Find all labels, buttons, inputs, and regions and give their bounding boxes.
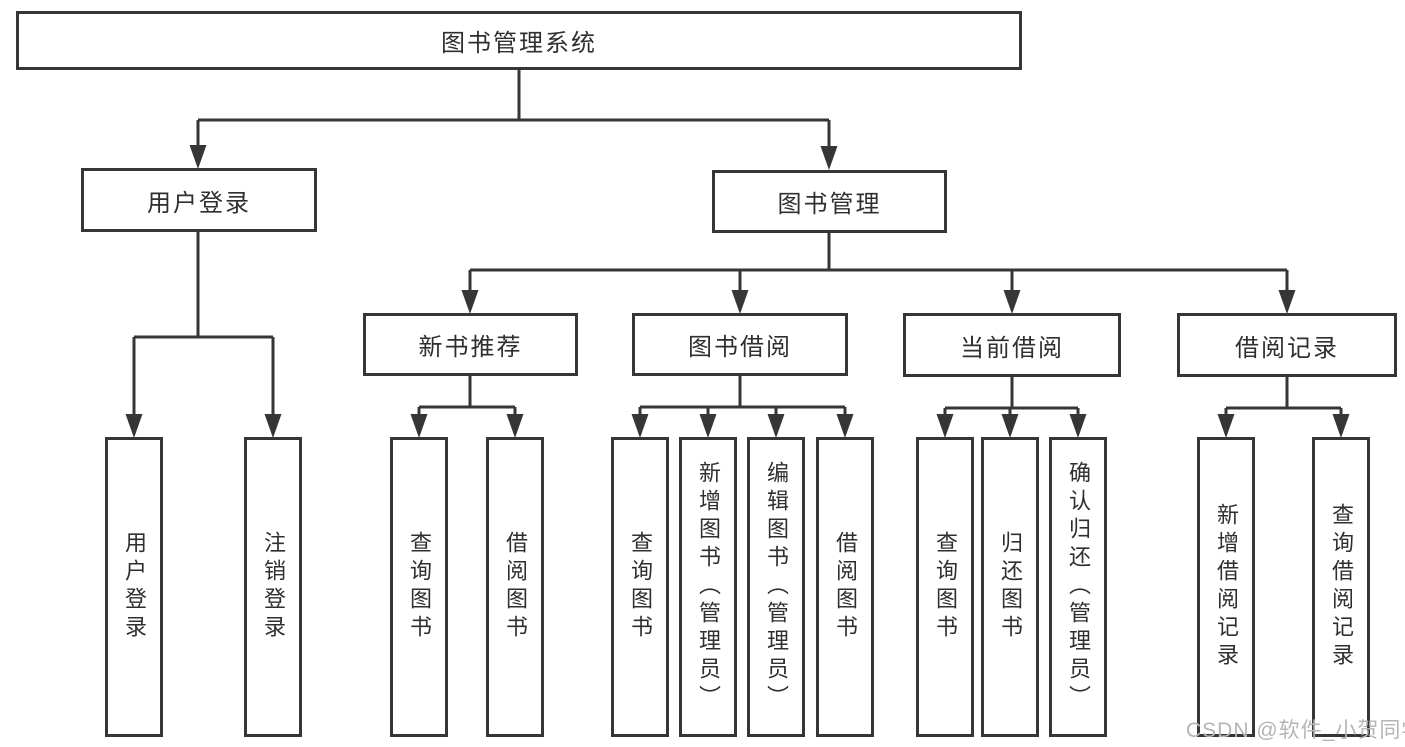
node-root: 图书管理系统 xyxy=(16,11,1022,70)
leaf-user-login-action: 用户登录 xyxy=(105,437,163,737)
leaf-edit-book-admin: 编辑图书（管理员） xyxy=(747,437,805,737)
leaf-label: 确认归还（管理员） xyxy=(1066,461,1091,713)
leaf-borrow-book: 借阅图书 xyxy=(816,437,874,737)
leaf-query-books-recommend: 查询图书 xyxy=(390,437,448,737)
leaf-label: 借阅图书 xyxy=(833,531,858,643)
watermark: CSDN @软件_小贺同学 xyxy=(1186,719,1405,742)
leaf-query-borrow-record: 查询借阅记录 xyxy=(1312,437,1370,737)
leaf-label: 归还图书 xyxy=(998,531,1023,643)
leaf-label: 查询图书 xyxy=(628,531,653,643)
leaf-label: 编辑图书（管理员） xyxy=(764,461,789,713)
leaf-label: 查询图书 xyxy=(933,531,958,643)
leaf-label: 查询图书 xyxy=(407,531,432,643)
node-borrow-records: 借阅记录 xyxy=(1177,313,1397,377)
node-new-book-recommend: 新书推荐 xyxy=(363,313,578,376)
node-current-borrow: 当前借阅 xyxy=(903,313,1121,377)
leaf-label: 借阅图书 xyxy=(503,531,528,643)
node-user-login: 用户登录 xyxy=(81,168,317,232)
leaf-borrow-book-recommend: 借阅图书 xyxy=(486,437,544,737)
leaf-confirm-return-admin: 确认归还（管理员） xyxy=(1049,437,1107,737)
node-book-borrow: 图书借阅 xyxy=(632,313,848,376)
leaf-label: 查询借阅记录 xyxy=(1329,503,1354,671)
node-book-management: 图书管理 xyxy=(712,170,947,233)
leaf-query-books-current: 查询图书 xyxy=(916,437,974,737)
leaf-return-book: 归还图书 xyxy=(981,437,1039,737)
leaf-label: 用户登录 xyxy=(122,531,147,643)
leaf-add-borrow-record: 新增借阅记录 xyxy=(1197,437,1255,737)
leaf-logout-action: 注销登录 xyxy=(244,437,302,737)
leaf-label: 新增图书（管理员） xyxy=(696,461,721,713)
leaf-query-books-borrow: 查询图书 xyxy=(611,437,669,737)
leaf-add-book-admin: 新增图书（管理员） xyxy=(679,437,737,737)
leaf-label: 新增借阅记录 xyxy=(1214,503,1239,671)
leaf-label: 注销登录 xyxy=(261,531,286,643)
